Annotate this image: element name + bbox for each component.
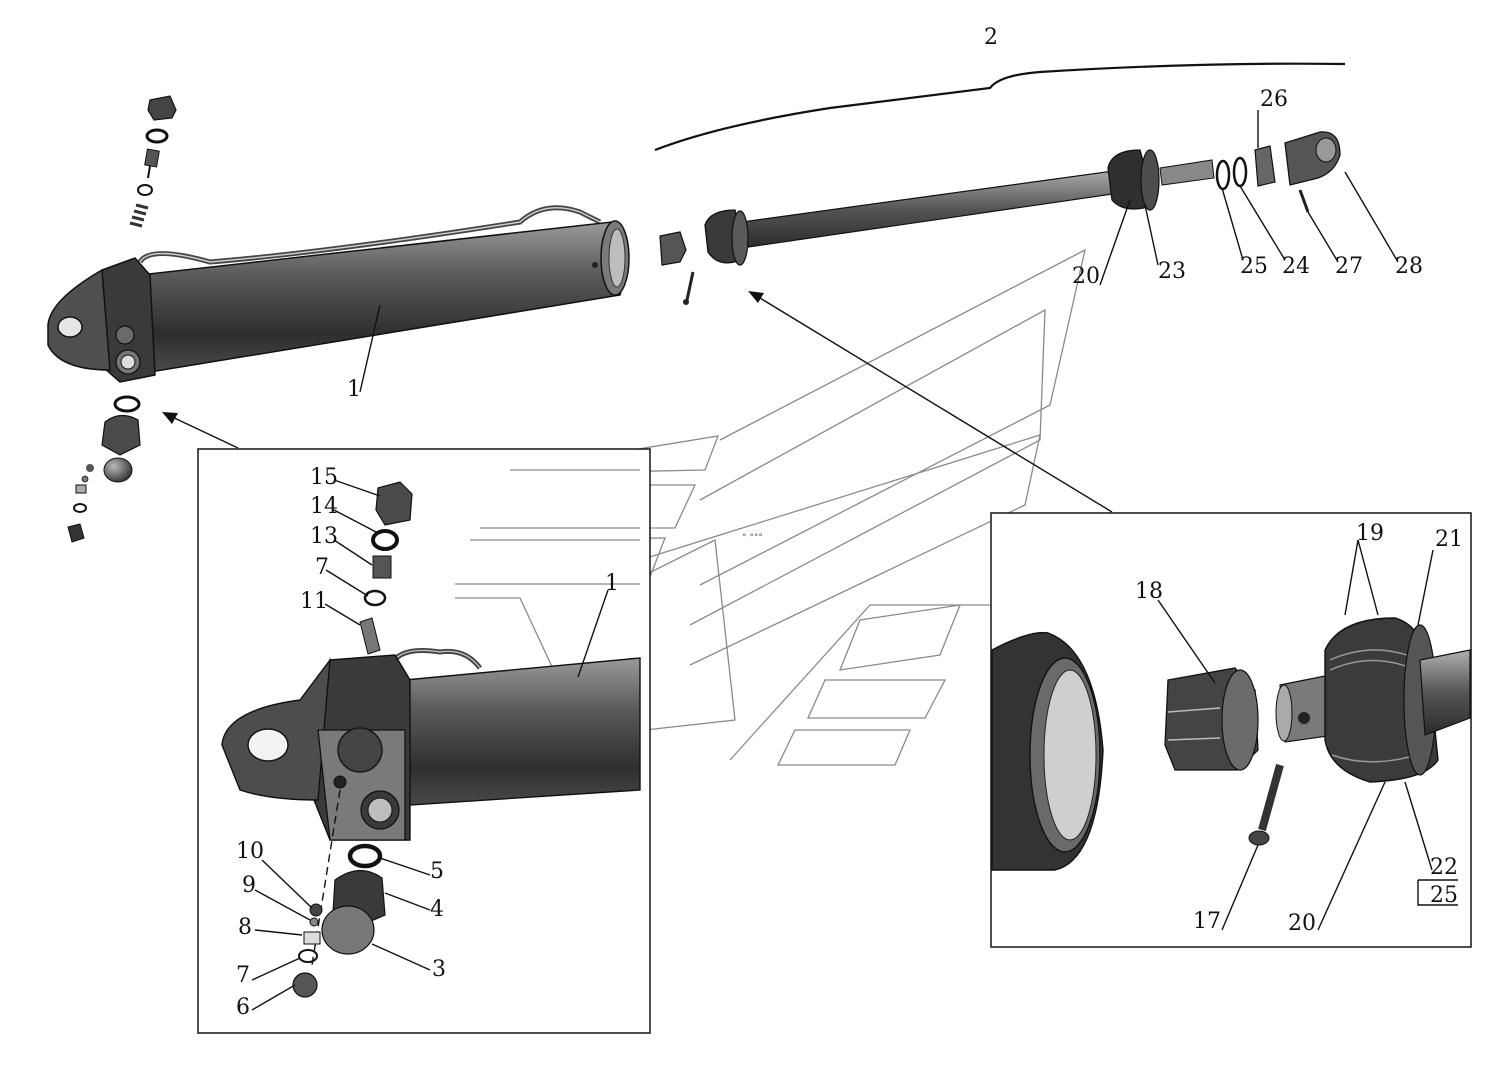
label-main-28: 28: [1395, 254, 1423, 279]
label-left-5: 5: [430, 859, 444, 884]
leader-lines: [251, 110, 1458, 1011]
label-left-15: 15: [310, 465, 338, 490]
assembly-brace: [654, 62, 1346, 152]
label-left-10: 10: [236, 839, 264, 864]
label-left-14: 14: [310, 494, 338, 519]
bottom-valve-stack: [67, 395, 141, 543]
top-valve-stack: [129, 95, 177, 228]
label-main-20: 20: [1072, 264, 1100, 289]
label-left-13: 13: [310, 524, 338, 549]
main-cylinder: [47, 205, 630, 383]
label-left-8: 8: [238, 915, 252, 940]
label-right-19: 19: [1356, 521, 1384, 546]
ghost-dots: ° °°°: [742, 533, 763, 543]
label-assembly: 2: [984, 25, 998, 50]
label-main-25: 25: [1240, 254, 1268, 279]
label-right-22: 22: [1430, 855, 1458, 880]
label-main-26: 26: [1260, 87, 1288, 112]
detail-frame-left: [197, 448, 651, 1034]
label-main-1: 1: [347, 377, 361, 402]
label-left-6: 6: [236, 995, 250, 1020]
label-main-23: 23: [1158, 259, 1186, 284]
label-right-21: 21: [1435, 527, 1463, 552]
label-right-20: 20: [1288, 911, 1316, 936]
callout-arrows: [162, 291, 1113, 513]
label-left-3: 3: [432, 957, 446, 982]
piston-rod-assembly: [659, 131, 1341, 305]
label-left-4: 4: [430, 897, 444, 922]
label-left-9: 9: [242, 873, 256, 898]
labels: 2 1 20 23 25 24 26 27 28 15 14 13 7 11 1…: [236, 25, 1463, 1020]
detail-frame-right: [990, 512, 1472, 948]
label-left-7-top: 7: [315, 555, 329, 580]
label-left-11: 11: [300, 589, 328, 614]
label-right-25: 25: [1430, 883, 1458, 908]
label-main-24: 24: [1282, 254, 1310, 279]
label-left-1: 1: [605, 571, 619, 596]
label-main-27: 27: [1335, 254, 1363, 279]
label-right-17: 17: [1193, 909, 1221, 934]
label-right-18: 18: [1135, 579, 1163, 604]
label-left-7-bottom: 7: [236, 963, 250, 988]
